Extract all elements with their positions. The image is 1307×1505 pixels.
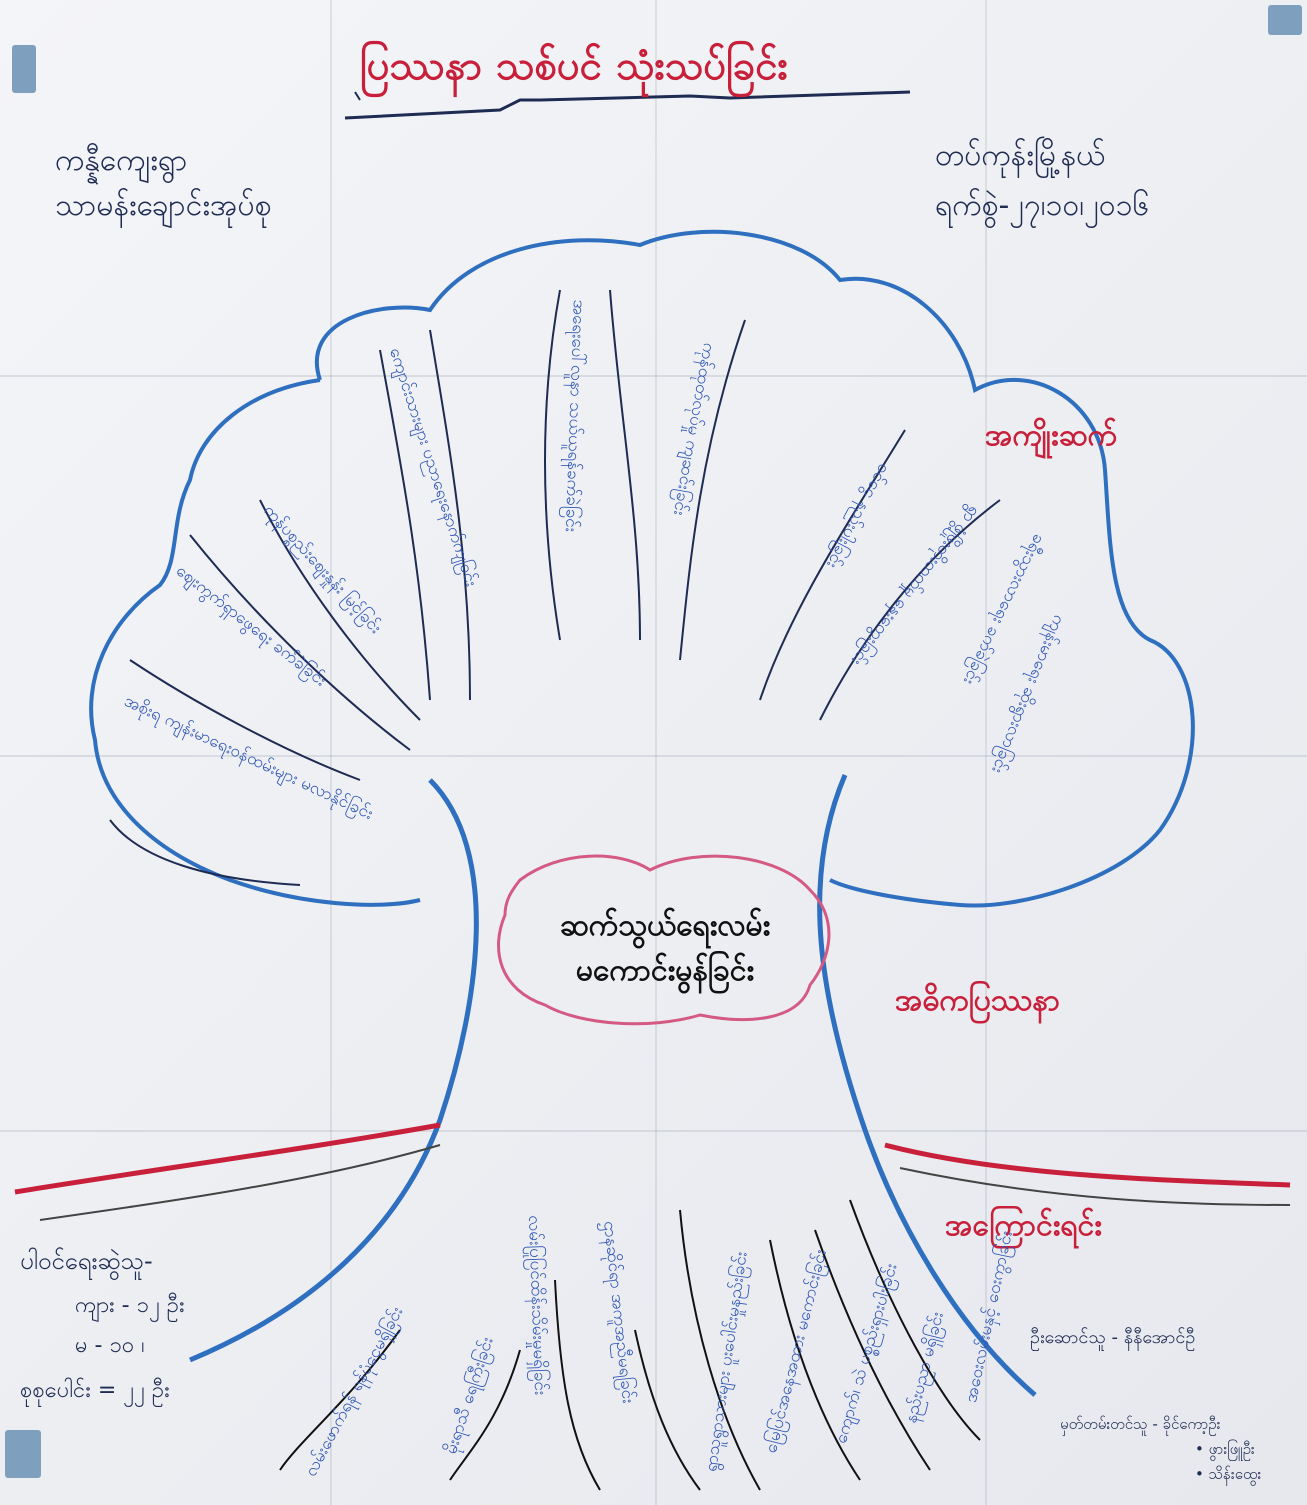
fold-line <box>655 0 657 1505</box>
location-tract: သာမန်းချောင်းအုပ်စု <box>55 188 272 223</box>
label-causes: အကြောင်းရင်း <box>945 1208 1102 1243</box>
tree-canopy <box>315 229 1195 908</box>
core-problem-cloud <box>497 854 831 1026</box>
fold-line <box>985 0 987 1505</box>
recorder: မှတ်တမ်းတင်သူ - ခိုင်ကော့ဦး <box>1060 1415 1221 1433</box>
fold-line <box>330 0 332 1505</box>
date: ရက်စွဲ-၂၇၊၁၀၊၂၀၁၆ <box>935 188 1150 223</box>
township: တပ်ကုန်းမြို့နယ် <box>935 138 1106 173</box>
poster-title: ပြဿနာ သစ်ပင် သုံးသပ်ခြင်း <box>360 43 788 89</box>
recorder: • သိန်းထွေး <box>1195 1465 1262 1483</box>
recorder: • ဖွားဖြူဦး <box>1195 1440 1255 1458</box>
location-village: ကန္နီကျေးရွာ <box>55 143 188 178</box>
tree-trunk-right <box>817 774 1037 1397</box>
fold-line <box>0 375 1307 377</box>
tree-trunk-left <box>189 778 479 1363</box>
ground-line <box>884 1142 1291 1188</box>
ground-line <box>14 1122 441 1195</box>
binder-clip <box>5 1430 41 1478</box>
binder-clip <box>12 45 36 93</box>
participants-heading: ပါဝင်ရေးဆွဲသူ- <box>20 1247 153 1275</box>
participants-men: ကျား - ၁၂ ဦး <box>75 1293 185 1318</box>
label-core-problem: အဓိကပြဿနာ <box>895 983 1061 1018</box>
fold-line <box>0 755 1307 757</box>
participants-total: စုစုပေါင်း = ၂၂ ဦး <box>20 1378 170 1403</box>
facilitator: ဦးဆောင်သူ - နီနီအောင်ဦ <box>1030 1327 1196 1348</box>
fold-line <box>0 1130 1307 1132</box>
label-effects: အကျိုးဆက် <box>985 418 1117 453</box>
binder-clip <box>1268 5 1302 35</box>
participants-women: မ - ၁၀ ၊ <box>75 1333 145 1358</box>
core-problem-line-2: မကောင်းမွန်ခြင်း <box>575 953 755 988</box>
core-problem-line-1: ဆက်သွယ်ရေးလမ်း <box>559 908 771 943</box>
